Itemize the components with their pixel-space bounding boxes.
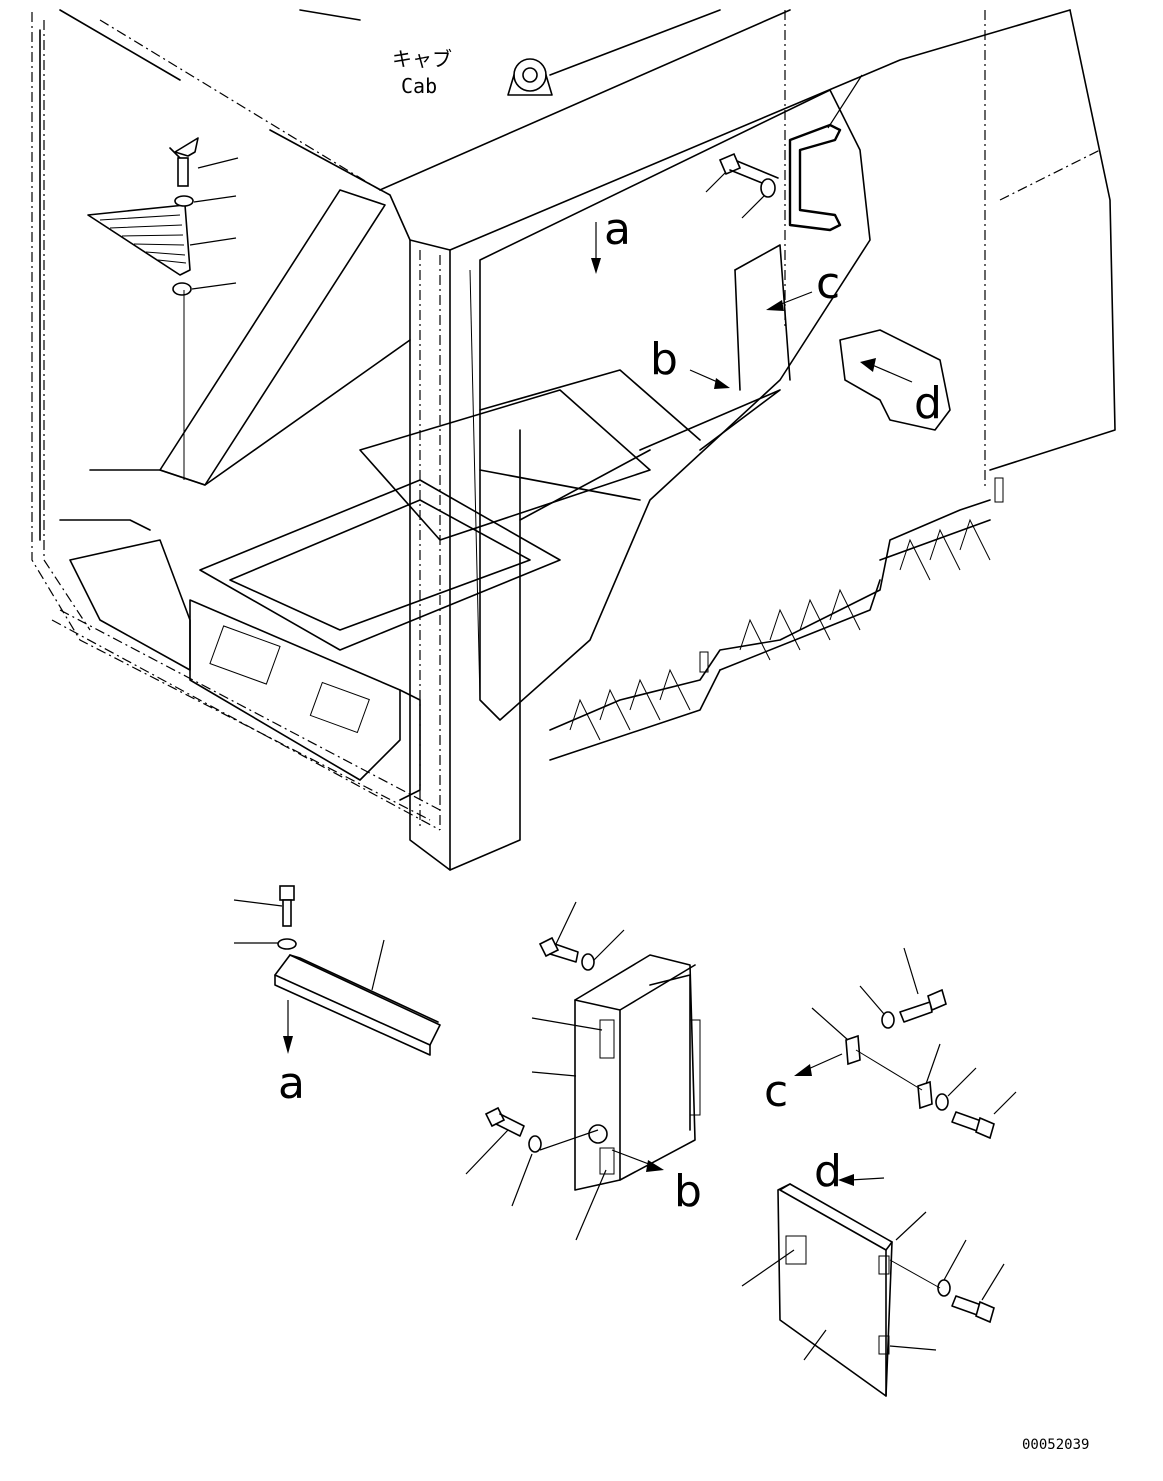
view-label-b-upper: b <box>650 334 678 385</box>
view-label-c-lower: c <box>764 1066 788 1117</box>
part-b-bracket <box>574 954 701 1191</box>
bolt-icon <box>899 988 947 1023</box>
bolt-icon <box>951 1295 995 1324</box>
drawing-number: 00052039 <box>1022 1437 1089 1453</box>
handrail <box>788 123 842 232</box>
view-label-b-lower: b <box>674 1166 702 1217</box>
cab-label-en: Cab <box>401 74 437 98</box>
part-d-panel <box>777 1183 893 1397</box>
bolt-icon <box>951 1111 995 1140</box>
wing-bolt-icon <box>169 137 199 187</box>
washer-icon <box>581 953 595 971</box>
washer-icon <box>935 1093 949 1111</box>
view-label-d-upper: d <box>914 378 942 429</box>
view-label-a-lower: a <box>278 1058 305 1109</box>
view-label-a-upper: a <box>604 204 631 255</box>
view-arrows-upper <box>591 222 913 389</box>
bolt-icon <box>538 936 579 963</box>
cab-body <box>31 9 1116 871</box>
view-label-d-lower: d <box>814 1146 842 1197</box>
washer-icon <box>172 282 192 296</box>
washer-icon <box>881 1011 895 1029</box>
part-a-cover <box>274 954 441 1056</box>
step-plate <box>87 204 191 276</box>
bolt-icon <box>279 885 295 927</box>
bolt-icon <box>718 152 779 188</box>
leader-lines-upper <box>189 74 863 290</box>
bolt-icon <box>484 1106 525 1137</box>
washer-icon <box>174 195 194 207</box>
washer-icon <box>528 1135 542 1153</box>
part-c-hinges <box>845 1034 933 1110</box>
washer-icon <box>760 178 776 198</box>
cab-label-jp: キャブ <box>392 47 452 71</box>
washer-icon <box>277 938 297 950</box>
view-label-c-upper: c <box>816 258 840 309</box>
